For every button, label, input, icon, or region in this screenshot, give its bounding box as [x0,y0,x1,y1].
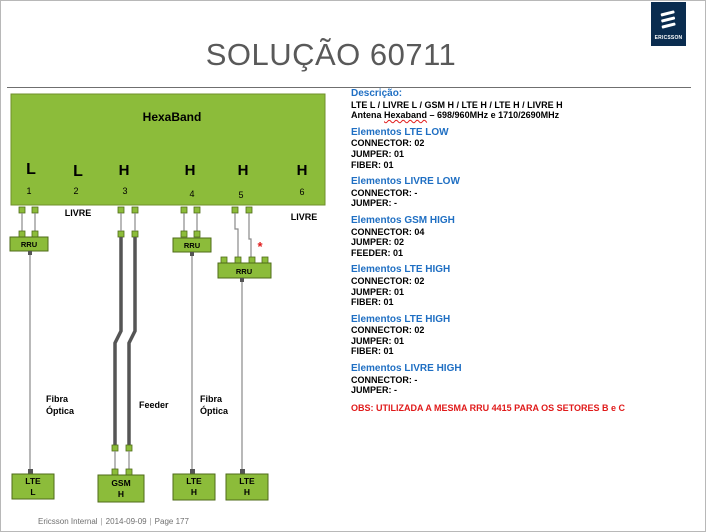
logo-text: ERICSSON [654,35,683,41]
feeder-cable [113,237,137,445]
asterisk-mark: * [257,239,263,254]
antenna-prefix: Antena [351,110,385,121]
antenna-connector [18,206,26,214]
port-band-3: H [119,162,130,179]
description-panel: Descrição: LTE L / LIVRE L / GSM H / LTE… [351,88,696,413]
rru-lte-low: RRU [9,230,49,255]
section-line: JUMPER: 02 [351,237,405,248]
antenna-name: HexaBand [143,110,202,124]
antenna-freq: – 698/960MHz e 1710/2690MHz [427,110,560,121]
port-band-4: H [185,162,196,179]
rru-shared: RRU [217,256,272,282]
slide-title: SOLUÇÃO 60711 [205,37,457,72]
box-label: LTE [25,476,41,486]
section-line: JUMPER: 01 [351,148,405,159]
box-label: LTE [186,476,202,486]
antenna-connector [245,206,253,214]
section-line: JUMPER: - [351,385,398,396]
box-label: GSM [111,478,130,488]
section-line: JUMPER: - [351,198,398,209]
optica-label-1: Óptica [46,405,75,416]
section-line: CONNECTOR: 02 [351,275,425,286]
box-label: H [191,487,197,497]
box-lte-h-2: LTE H [225,469,269,501]
fiber-label-1: Fibra [46,394,69,404]
section-title: Elementos LIVRE LOW [351,176,460,188]
section-line: FIBER: 01 [351,297,394,308]
port-band-2: L [73,163,83,180]
box-lte-l: LTE L [11,469,55,500]
section-line: FIBER: 01 [351,159,394,170]
footer-date: 2014-09-09 [105,517,147,526]
port-band-5: H [238,162,249,179]
ericsson-logo: ERICSSON [651,2,686,46]
section-line: CONNECTOR: 04 [351,226,425,237]
antenna-connector [131,206,139,214]
section-line: FIBER: 01 [351,346,394,357]
section-line: CONNECTOR: - [351,187,418,198]
livre-label-low: LIVRE [65,208,92,218]
antenna-body [10,93,326,206]
title-divider [7,87,691,88]
box-lte-h-1: LTE H [172,469,216,501]
rru-label: RRU [184,241,200,250]
description-antenna-line: Antena Hexaband – 698/960MHz e 1710/2690… [351,110,696,121]
section-title: Elementos LTE LOW [351,126,449,138]
antenna-connector [231,206,239,214]
feeder-label: Feeder [139,400,169,410]
port-num-2: 2 [73,186,78,196]
rru-label: RRU [236,267,252,276]
antenna-connector [117,206,125,214]
port-num-5: 5 [238,190,243,200]
port-num-4: 4 [189,189,194,199]
box-label: L [30,487,35,497]
port-num-1: 1 [26,186,31,196]
box-label: H [244,487,250,497]
port-num-3: 3 [122,186,127,196]
antenna-connector [31,206,39,214]
observation-note: OBS: UTILIZADA A MESMA RRU 4415 PARA OS … [351,402,626,413]
rru-lte-high: RRU [172,230,212,256]
rru-label: RRU [21,240,37,249]
port-band-6: H [297,162,308,179]
section-line: JUMPER: 01 [351,286,405,297]
section-line: CONNECTOR: 02 [351,325,425,336]
footer-org: Ericsson Internal [38,517,98,526]
livre-label-high: LIVRE [291,212,318,222]
optica-label-2: Óptica [200,405,229,416]
section-title: Elementos LTE HIGH [351,264,451,276]
section-title: Elementos GSM HIGH [351,214,455,226]
antenna-connector [193,206,201,214]
ericsson-logo-icon [660,10,676,29]
description-heading: Descrição: [351,88,403,99]
section-line: CONNECTOR: 02 [351,138,425,149]
antenna-diagram: HexaBand L L H H H H 1 2 3 4 5 6 [9,93,326,503]
section-title: Elementos LTE HIGH [351,313,451,325]
box-gsm-h: GSM H [97,468,145,503]
box-label: LTE [239,476,255,486]
section-line: FEEDER: 01 [351,247,404,258]
description-line: LTE L / LIVRE L / GSM H / LTE H / LTE H … [351,99,563,110]
antenna-word: Hexaband [384,110,428,121]
port-num-6: 6 [299,187,304,197]
slide-footer: Ericsson Internal|2014-09-09|Page 177 [38,517,189,526]
footer-page: Page 177 [154,517,189,526]
section-line: CONNECTOR: - [351,374,418,385]
port-band-1: L [26,161,36,178]
section-line: JUMPER: 01 [351,335,405,346]
antenna-connector [180,206,188,214]
section-title: Elementos LIVRE HIGH [351,363,462,375]
box-label: H [118,489,124,499]
fiber-label-2: Fibra [200,394,223,404]
